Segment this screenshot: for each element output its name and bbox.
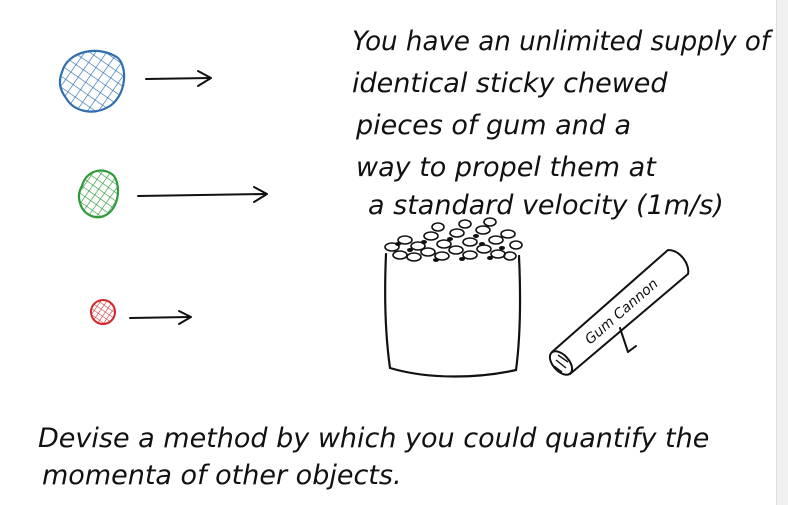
prompt-line: a standard velocity (1m/s) (368, 190, 724, 221)
prompt-line: You have an unlimited supply of (352, 26, 773, 57)
green-gum-ball (77, 169, 120, 219)
red-velocity-arrow (129, 310, 192, 325)
gum-pile (384, 217, 523, 262)
gum-cannon: Gum Cannon (548, 249, 690, 376)
gum-bucket (384, 217, 523, 378)
prompt-line: identical sticky chewed (352, 68, 668, 99)
question-line: momenta of other objects. (42, 460, 402, 491)
question-line: Devise a method by which you could quant… (38, 423, 709, 454)
vertical-scrollbar[interactable] (776, 0, 788, 505)
cannon-label: Gum Cannon (582, 276, 661, 348)
red-gum-ball (90, 299, 116, 325)
blue-gum-ball (58, 49, 126, 113)
gum-pile-shading (395, 234, 505, 262)
question-text: Devise a method by which you could quant… (38, 423, 709, 491)
green-velocity-arrow (137, 186, 268, 203)
prompt-line: pieces of gum and a (355, 110, 631, 141)
prompt-line: way to propel them at (356, 152, 657, 183)
prompt-text: You have an unlimited supply of identica… (352, 26, 773, 221)
blue-velocity-arrow (145, 70, 212, 87)
